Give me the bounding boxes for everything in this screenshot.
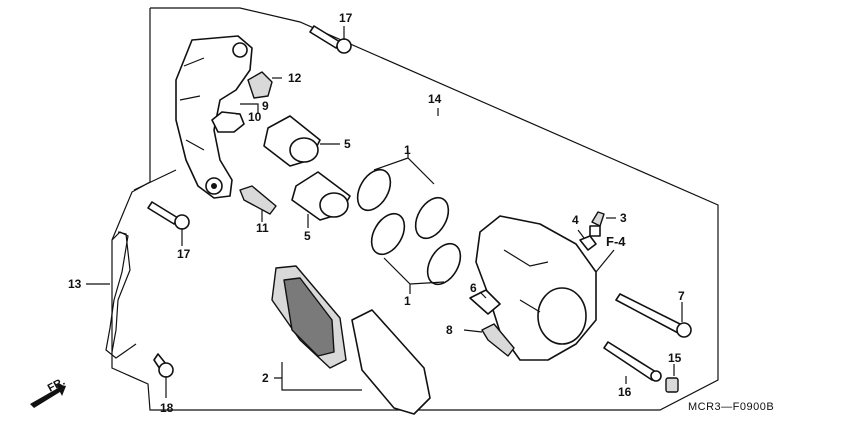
callout-14: 14 — [428, 92, 442, 106]
pin-16 — [603, 341, 662, 382]
callout-10: 11 — [256, 221, 269, 235]
clip-8 — [211, 111, 245, 133]
pin-10 — [239, 185, 277, 215]
bolt-17-lower — [147, 201, 190, 230]
bolt-18 — [153, 353, 174, 378]
callout-13: 13 — [68, 277, 82, 291]
pin-9 — [615, 293, 692, 338]
callout-5-upper: 5 — [344, 137, 351, 151]
callout-1-upper: 1 — [404, 143, 411, 157]
callout-6: 6 — [470, 281, 477, 295]
brake-pad-inner — [271, 265, 347, 369]
assembly-boundary — [111, 7, 719, 411]
callout-1-lower: 1 — [404, 294, 411, 308]
sleeve-5-upper — [263, 115, 321, 167]
callout-17-lower: 17 — [177, 247, 191, 261]
pad-spring-13 — [105, 231, 137, 359]
brake-pad-outer — [351, 309, 431, 415]
cap-15 — [665, 377, 679, 393]
callout-15: 15 — [668, 351, 682, 365]
callout-5-lower: 5 — [304, 229, 311, 243]
callout-2: 2 — [262, 371, 269, 385]
callout-16: 16 — [618, 385, 632, 399]
callout-3: 3 — [620, 211, 627, 225]
callout-18: 18 — [160, 401, 174, 415]
bolt-11 — [481, 323, 515, 357]
reference-f4: F-4 — [606, 234, 626, 249]
cap-4 — [579, 235, 597, 251]
leader-lines — [86, 26, 683, 398]
boot-12 — [247, 71, 273, 99]
callout-4: 4 — [572, 213, 579, 227]
bolt-17-upper — [309, 25, 352, 54]
diagram-code: MCR3—F0900B — [688, 401, 774, 413]
caliper-bracket — [175, 35, 253, 199]
piston-seals-1 — [356, 168, 462, 286]
callout-9: 7 — [678, 289, 685, 303]
front-arrow-icon — [30, 384, 66, 408]
bleeder-3 — [589, 211, 605, 237]
callout-8: 10 — [248, 110, 262, 124]
callout-11: 8 — [446, 323, 453, 337]
callout-17-upper: 17 — [339, 11, 353, 25]
sleeve-5-lower — [291, 171, 351, 221]
front-direction-label: FR. — [46, 376, 67, 395]
callout-12: 12 — [288, 71, 302, 85]
callout-7: 9 — [262, 99, 269, 113]
caliper-body — [475, 215, 597, 361]
